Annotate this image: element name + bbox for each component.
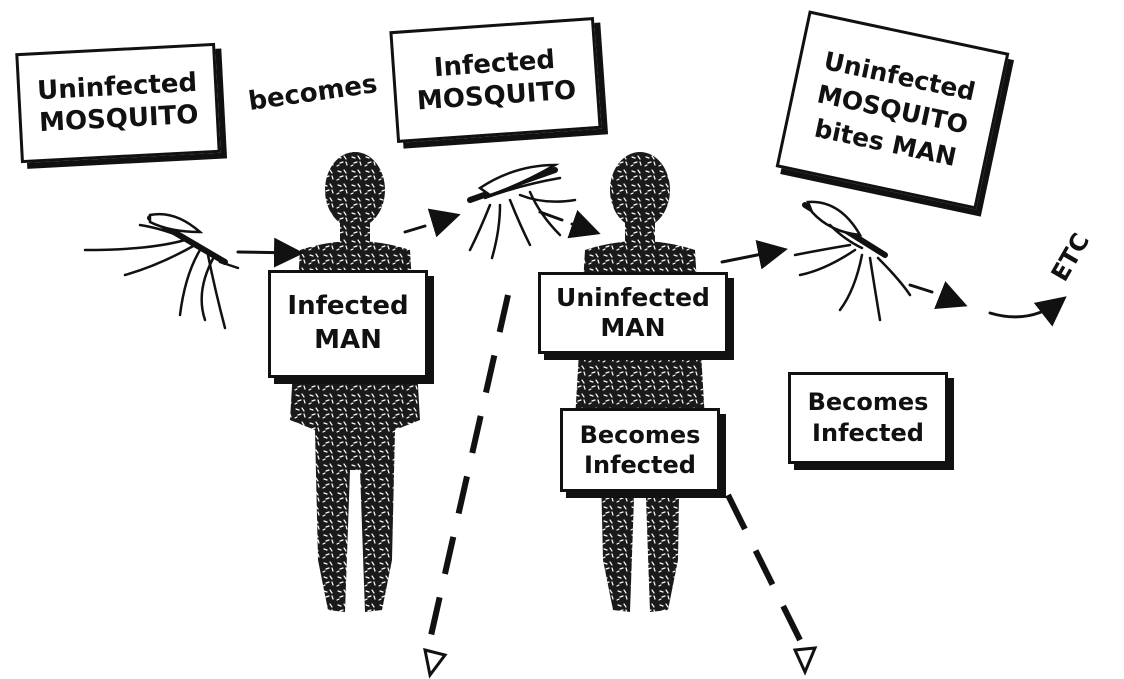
label-line: Becomes: [580, 420, 701, 450]
mosquito-icon-left: [85, 214, 238, 328]
label-line: Infected: [287, 290, 408, 324]
label-becomes-infected-mosquito: Becomes Infected: [788, 372, 948, 464]
label-infected-man: Infected MAN: [268, 270, 428, 378]
label-line: MAN: [556, 313, 710, 343]
label-line: MOSQUITO: [38, 99, 200, 140]
label-becomes-infected-man: Becomes Infected: [560, 408, 720, 492]
label-line: Becomes: [808, 387, 929, 418]
man-figure-left: [290, 152, 420, 612]
label-line: Infected: [808, 418, 929, 449]
label-uninfected-man: Uninfected MAN: [538, 272, 728, 354]
label-line: MAN: [287, 324, 408, 358]
label-line: Infected: [580, 450, 701, 480]
mosquito-icon-middle: [470, 165, 575, 258]
label-line: Uninfected: [556, 283, 710, 313]
man-figure-right: [575, 152, 705, 612]
mosquito-icon-right: [795, 202, 910, 320]
label-infected-mosquito: Infected MOSQUITO: [389, 17, 601, 143]
label-uninfected-mosquito: Uninfected MOSQUITO: [15, 43, 220, 163]
